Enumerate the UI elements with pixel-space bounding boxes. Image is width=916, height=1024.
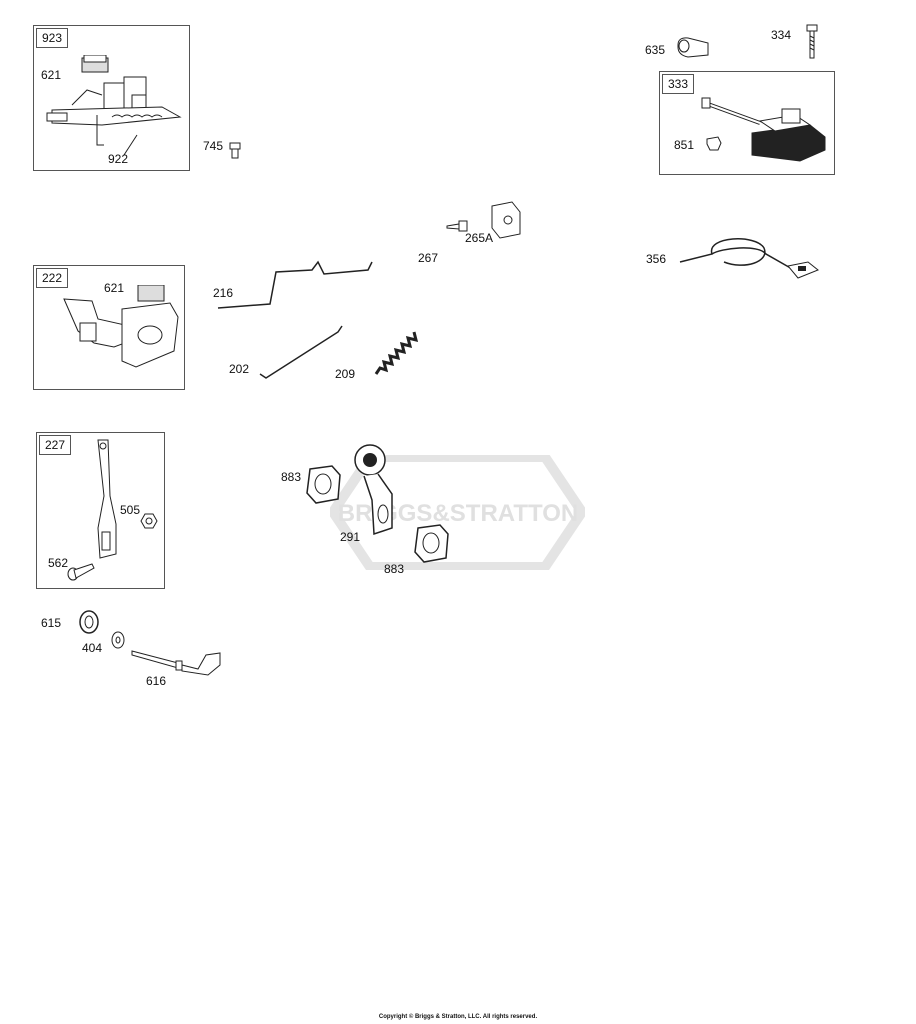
part-label-851: 851 [674,138,695,152]
screw-267-drawing [446,220,468,232]
spark-plug-boot-drawing [677,37,709,58]
washer-404-drawing [111,631,125,649]
ignition-armature-drawing [701,97,826,162]
part-label-505: 505 [120,503,141,517]
part-label-621: 621 [104,281,125,295]
part-label-267: 267 [418,251,439,265]
part-label-356: 356 [646,252,667,266]
clip-851-drawing [706,136,722,151]
part-label-883: 883 [281,470,302,484]
part-label-404: 404 [82,641,103,655]
throttle-lever-227-drawing [97,439,117,559]
group-label-222: 222 [36,268,69,288]
copyright-notice: Copyright © Briggs & Stratton, LLC. All … [378,1014,538,1020]
gasket-883-lower-drawing [414,524,449,563]
gasket-883-upper-drawing [306,465,341,504]
part-label-621: 621 [41,68,62,82]
part-label-334: 334 [771,28,792,42]
part-label-202: 202 [229,362,250,376]
link-rod-216-drawing [217,260,373,309]
part-label-635: 635 [645,43,666,57]
shaft-616-drawing [131,650,221,676]
screw-562-drawing [67,563,95,581]
part-label-209: 209 [335,367,356,381]
part-label-883: 883 [384,562,405,576]
washer-615-drawing [79,610,99,634]
block-265A-drawing [491,201,521,239]
group-label-227: 227 [39,435,72,455]
ground-wire-356-drawing [679,238,819,279]
bolt-745-drawing [229,142,241,159]
part-label-562: 562 [48,556,69,570]
governor-bracket-assembly-drawing [46,55,182,156]
group-label-333: 333 [662,74,695,94]
link-rod-202-drawing [259,325,343,379]
part-label-291: 291 [340,530,361,544]
control-bracket-222-drawing [63,285,179,368]
part-label-616: 616 [146,674,167,688]
part-label-922: 922 [108,152,129,166]
spring-209-drawing [374,331,419,375]
screw-334-drawing [806,24,818,59]
group-label-923: 923 [36,28,69,48]
part-label-745: 745 [203,139,224,153]
part-label-615: 615 [41,616,62,630]
part-label-216: 216 [213,286,234,300]
choke-plate-291-drawing [354,444,393,536]
part-label-265A: 265A [465,231,494,245]
nut-505-drawing [140,513,158,529]
